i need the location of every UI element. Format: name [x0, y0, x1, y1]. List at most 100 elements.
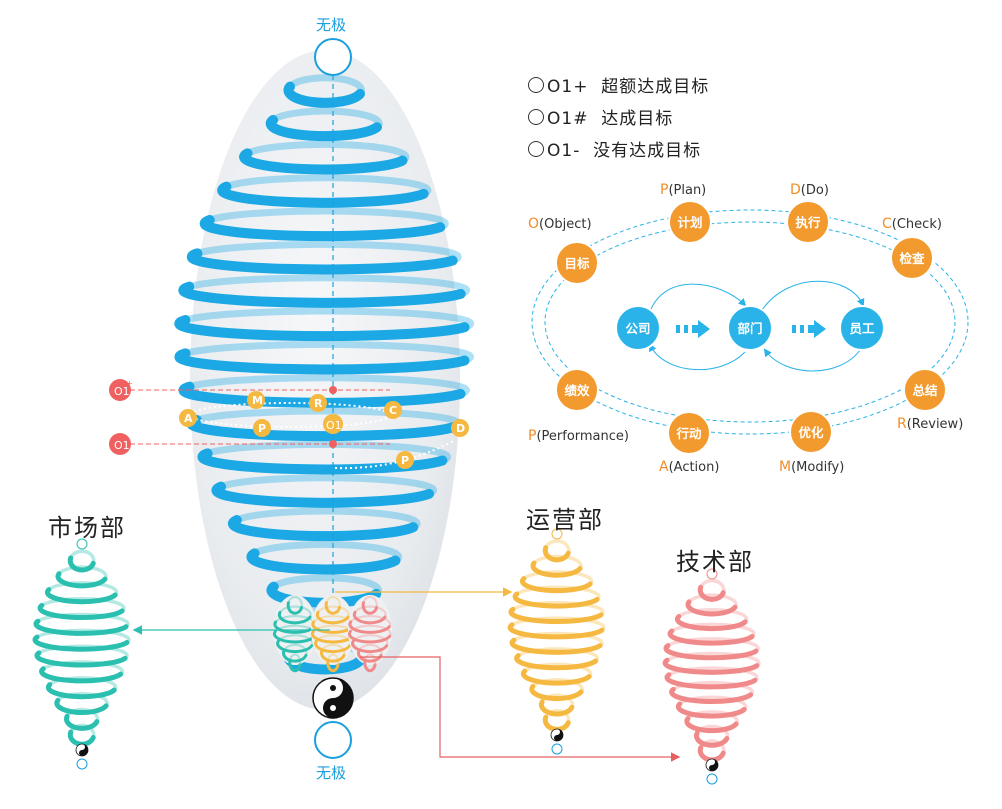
pdca-inner-node-2: 部门 — [727, 305, 773, 351]
big-spiral-coil-back — [182, 340, 475, 365]
pdca-inner-circle — [839, 305, 885, 351]
legend-text-2: 达成目标 — [601, 109, 674, 129]
pdca-node-circle — [668, 200, 712, 244]
tech-egg-coil-back — [677, 608, 749, 624]
inner-mini-egg — [311, 595, 355, 665]
pdca-node-objective: 目标 — [555, 241, 599, 285]
inner-mini-coil-back — [282, 643, 308, 657]
inner-mini-coil-front — [272, 630, 317, 644]
label-do-text: (Do) — [800, 183, 829, 198]
tech-egg-coil-front — [663, 643, 759, 661]
inner-mini-coil-back — [363, 653, 377, 666]
letter-badge-text: P — [401, 454, 409, 467]
tech-egg-coil-front — [684, 716, 739, 734]
inner-mini-coil-front — [314, 639, 352, 654]
tech-egg-coil-back — [666, 637, 760, 653]
operations-egg-coil-back — [510, 616, 606, 632]
market-egg-coil-front — [54, 697, 109, 716]
pdca-node-circle — [555, 241, 599, 285]
dept-market-title: 市场部 — [48, 514, 126, 542]
inner-loop-right-bottom — [763, 348, 861, 372]
letter-badge-bg — [396, 451, 414, 469]
pdca-node-text: 绩效 — [564, 383, 590, 398]
inner-mini-coil-front — [276, 639, 314, 654]
operations-egg-coil-back — [544, 539, 571, 555]
label-performance-key: P — [528, 428, 537, 444]
market-egg-coil-front — [33, 618, 129, 636]
operations-egg-coil-back — [531, 678, 584, 694]
tech-egg-coil-front — [669, 686, 754, 704]
market-egg-coil-back — [40, 596, 126, 613]
operations-egg-coil-back — [540, 693, 575, 710]
operations-egg-coil-back — [515, 585, 601, 602]
label-plan-text: (Plan) — [668, 183, 707, 198]
yin-yang-icon — [312, 677, 354, 719]
big-spiral-coil-front — [239, 148, 408, 175]
tech-egg-coil-front — [685, 599, 738, 617]
big-spiral-coil-back — [269, 107, 383, 131]
market-egg-coil-front — [32, 634, 130, 652]
pdca-node-circle — [786, 200, 830, 244]
big-spiral-coil-back — [204, 440, 452, 465]
pdca-loop-lower — [334, 439, 456, 470]
inner-mini-coil-front — [324, 601, 342, 615]
pdca-node-performance: 绩效 — [555, 368, 599, 412]
operations-egg-coil-back — [512, 631, 604, 648]
label-modify: M(Modify) — [779, 459, 844, 475]
letter-badge-m: M — [247, 391, 265, 409]
market-egg-coil-back — [65, 707, 100, 724]
inner-loop-left — [647, 283, 747, 319]
big-spiral-coil-front — [174, 315, 470, 342]
tech-egg-coil-back — [678, 695, 748, 712]
label-check: C(Check) — [882, 216, 942, 232]
letter-badge-p: P — [396, 451, 414, 469]
tech-egg-coil-back — [699, 578, 726, 595]
o-plus-dot — [329, 386, 337, 394]
inner-mini-egg — [348, 595, 392, 665]
operations-egg-coil-front — [529, 683, 584, 702]
inner-mini-coil-front — [315, 610, 350, 625]
inner-mini-coil-front — [286, 601, 304, 615]
label-review-key: R — [897, 416, 907, 432]
tech-egg-coil-back — [686, 710, 739, 726]
big-spiral-coil-front — [186, 248, 458, 275]
inner-mini-coil-front — [361, 601, 379, 615]
operations-egg-coil-back — [516, 647, 600, 663]
big-spiral-coil-front — [174, 348, 470, 375]
market-egg-coil-back — [37, 644, 129, 661]
circle-icon — [528, 109, 544, 125]
operations-egg-coil-front — [509, 637, 603, 655]
inner-mini-coil-front — [288, 658, 302, 673]
tech-egg-coil-back — [695, 724, 730, 741]
letter-badge-text: C — [389, 404, 397, 417]
top-circle — [314, 38, 352, 76]
operations-egg-coil-front — [542, 714, 571, 732]
inner-arrow-1 — [676, 320, 710, 338]
yin-yang-icon — [550, 728, 564, 742]
top-label: 无极 — [316, 16, 347, 34]
big-spiral-coil-back — [286, 74, 365, 98]
pdca-outer-ring — [531, 209, 969, 435]
operations-egg — [507, 528, 606, 755]
legend-item-2: O1# 达成目标 — [528, 104, 673, 129]
tech-egg-coil-front — [667, 628, 755, 646]
label-performance: P(Performance) — [528, 428, 629, 444]
market-egg-coil-back — [56, 691, 109, 708]
letter-badge-r: R — [309, 394, 327, 412]
pdca-node-modify: 优化 — [789, 410, 833, 454]
big-spiral-coil-front — [265, 115, 382, 142]
inner-mini-coil-back — [278, 605, 312, 619]
inner-mini-coil-front — [326, 658, 340, 673]
big-spiral-coil-back — [270, 574, 382, 598]
market-egg-coil-back — [36, 612, 130, 629]
letter-badge-bg — [451, 419, 469, 437]
o-plus-text: O1 — [114, 385, 130, 398]
tech-egg-coil-back — [671, 680, 755, 697]
big-spiral-coil-back — [185, 374, 470, 398]
pdca-node-text: 行动 — [675, 426, 702, 441]
operations-egg-coil-front — [539, 699, 575, 717]
market-egg-coil-front — [64, 713, 100, 731]
big-spiral-coil-front — [227, 515, 419, 542]
pdca-inner-circle — [615, 305, 661, 351]
dept-operations-title: 运营部 — [526, 506, 604, 534]
